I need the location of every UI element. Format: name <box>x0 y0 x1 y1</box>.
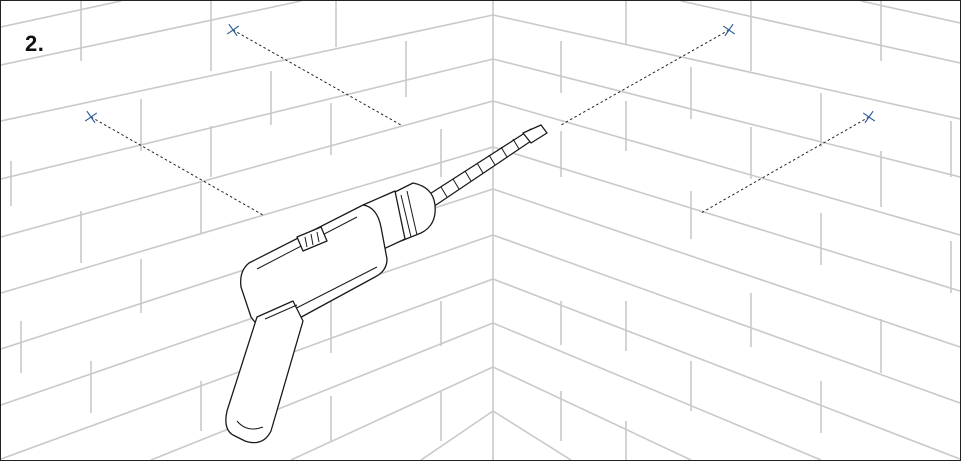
drill-point-mark-icon <box>722 23 736 37</box>
power-drill-icon <box>225 124 548 444</box>
drill-point-marks <box>84 23 876 124</box>
drill-point-mark-icon <box>84 110 98 124</box>
drill-point-mark-icon <box>226 23 240 37</box>
drill-point-mark-icon <box>862 110 876 124</box>
guide-lines <box>90 29 870 216</box>
step-number: 2. <box>25 31 45 56</box>
brick-wall-right <box>492 1 960 460</box>
